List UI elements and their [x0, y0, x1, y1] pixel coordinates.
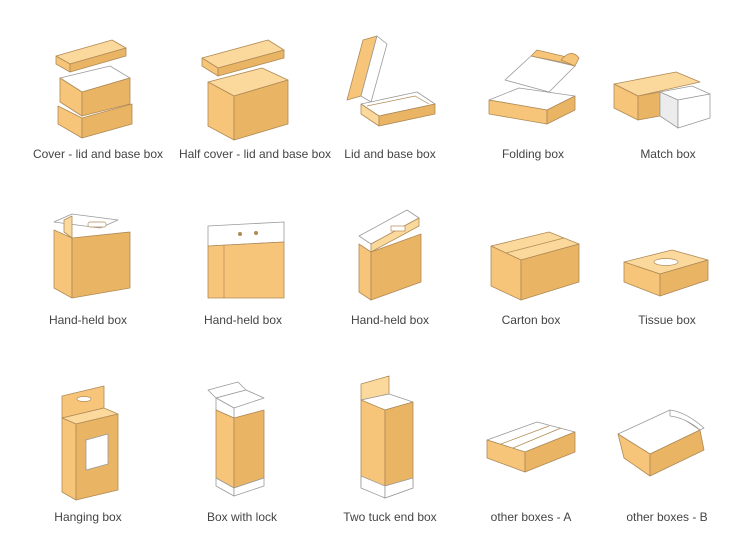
box-caption: Lid and base box — [344, 147, 436, 161]
tissue-box-icon — [623, 249, 709, 297]
hanging-box-icon — [61, 385, 119, 501]
box-caption: Hand-held box — [203, 313, 283, 327]
two-tuck-end-box-icon — [360, 375, 414, 499]
box-caption: Match box — [640, 147, 696, 161]
box-caption: Two tuck end box — [343, 510, 437, 524]
other-box-b-icon — [617, 409, 705, 477]
hand-held-box-icon — [207, 221, 285, 299]
cover-lid-base-box-icon — [55, 39, 133, 139]
box-caption: Half cover - lid and base box — [178, 147, 332, 161]
other-box-a-icon — [486, 421, 576, 473]
hand-held-box-icon — [53, 213, 131, 299]
box-with-lock-icon — [207, 381, 265, 497]
hand-held-box-icon — [358, 209, 422, 301]
box-caption: Hanging box — [54, 510, 122, 524]
box-caption: other boxes - B — [626, 510, 708, 524]
box-caption: Folding box — [501, 147, 565, 161]
box-caption: Hand-held box — [48, 313, 128, 327]
folding-box-icon — [488, 49, 580, 125]
box-caption: Hand-held box — [350, 313, 430, 327]
lid-base-box-icon — [346, 35, 436, 127]
carton-box-icon — [490, 231, 580, 301]
box-caption: Carton box — [501, 313, 561, 327]
box-caption: Box with lock — [206, 510, 278, 524]
match-box-icon — [613, 71, 711, 129]
box-caption: Cover - lid and base box — [32, 147, 164, 161]
half-cover-lid-base-box-icon — [201, 39, 289, 141]
box-caption: other boxes - A — [490, 510, 572, 524]
box-caption: Tissue box — [638, 313, 696, 327]
